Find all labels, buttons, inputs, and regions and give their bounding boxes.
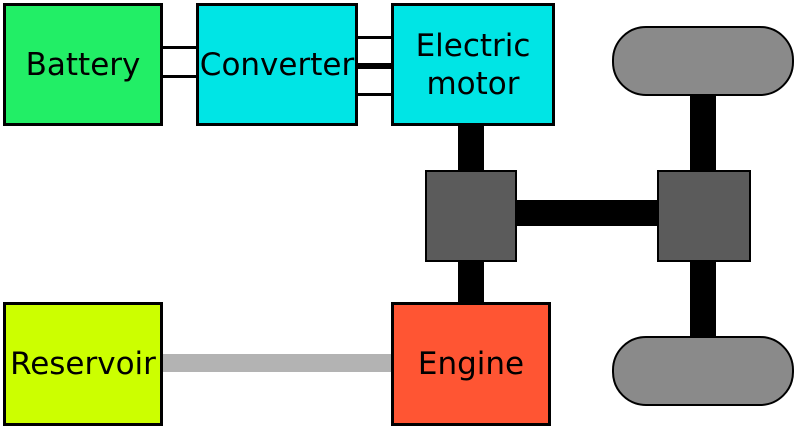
electric-motor-box: Electric motor bbox=[391, 3, 555, 126]
reservoir-box: Reservoir bbox=[3, 302, 163, 426]
battery-box: Battery bbox=[3, 3, 163, 126]
converter-motor-wire-bottom bbox=[355, 66, 395, 96]
reservoir-label: Reservoir bbox=[10, 346, 156, 382]
differential bbox=[657, 170, 751, 262]
electric-motor-label-line1: Electric bbox=[415, 27, 531, 64]
axle-upper-shaft bbox=[690, 92, 716, 172]
axle-lower-shaft bbox=[690, 262, 716, 342]
battery-converter-wire bbox=[160, 46, 200, 78]
battery-label: Battery bbox=[25, 46, 141, 83]
power-split-device bbox=[425, 170, 517, 262]
front-wheel bbox=[612, 26, 794, 96]
motor-to-coupler-shaft bbox=[458, 124, 484, 172]
electric-motor-label-line2: motor bbox=[426, 65, 520, 102]
fuel-line bbox=[160, 354, 395, 372]
coupler-to-axle-shaft bbox=[515, 200, 660, 226]
coupler-to-engine-shaft bbox=[458, 262, 484, 304]
rear-wheel bbox=[612, 336, 794, 406]
converter-motor-wire-top bbox=[355, 36, 395, 66]
engine-label: Engine bbox=[417, 346, 525, 382]
engine-box: Engine bbox=[391, 302, 551, 426]
converter-label: Converter bbox=[199, 46, 355, 83]
converter-box: Converter bbox=[196, 3, 358, 126]
